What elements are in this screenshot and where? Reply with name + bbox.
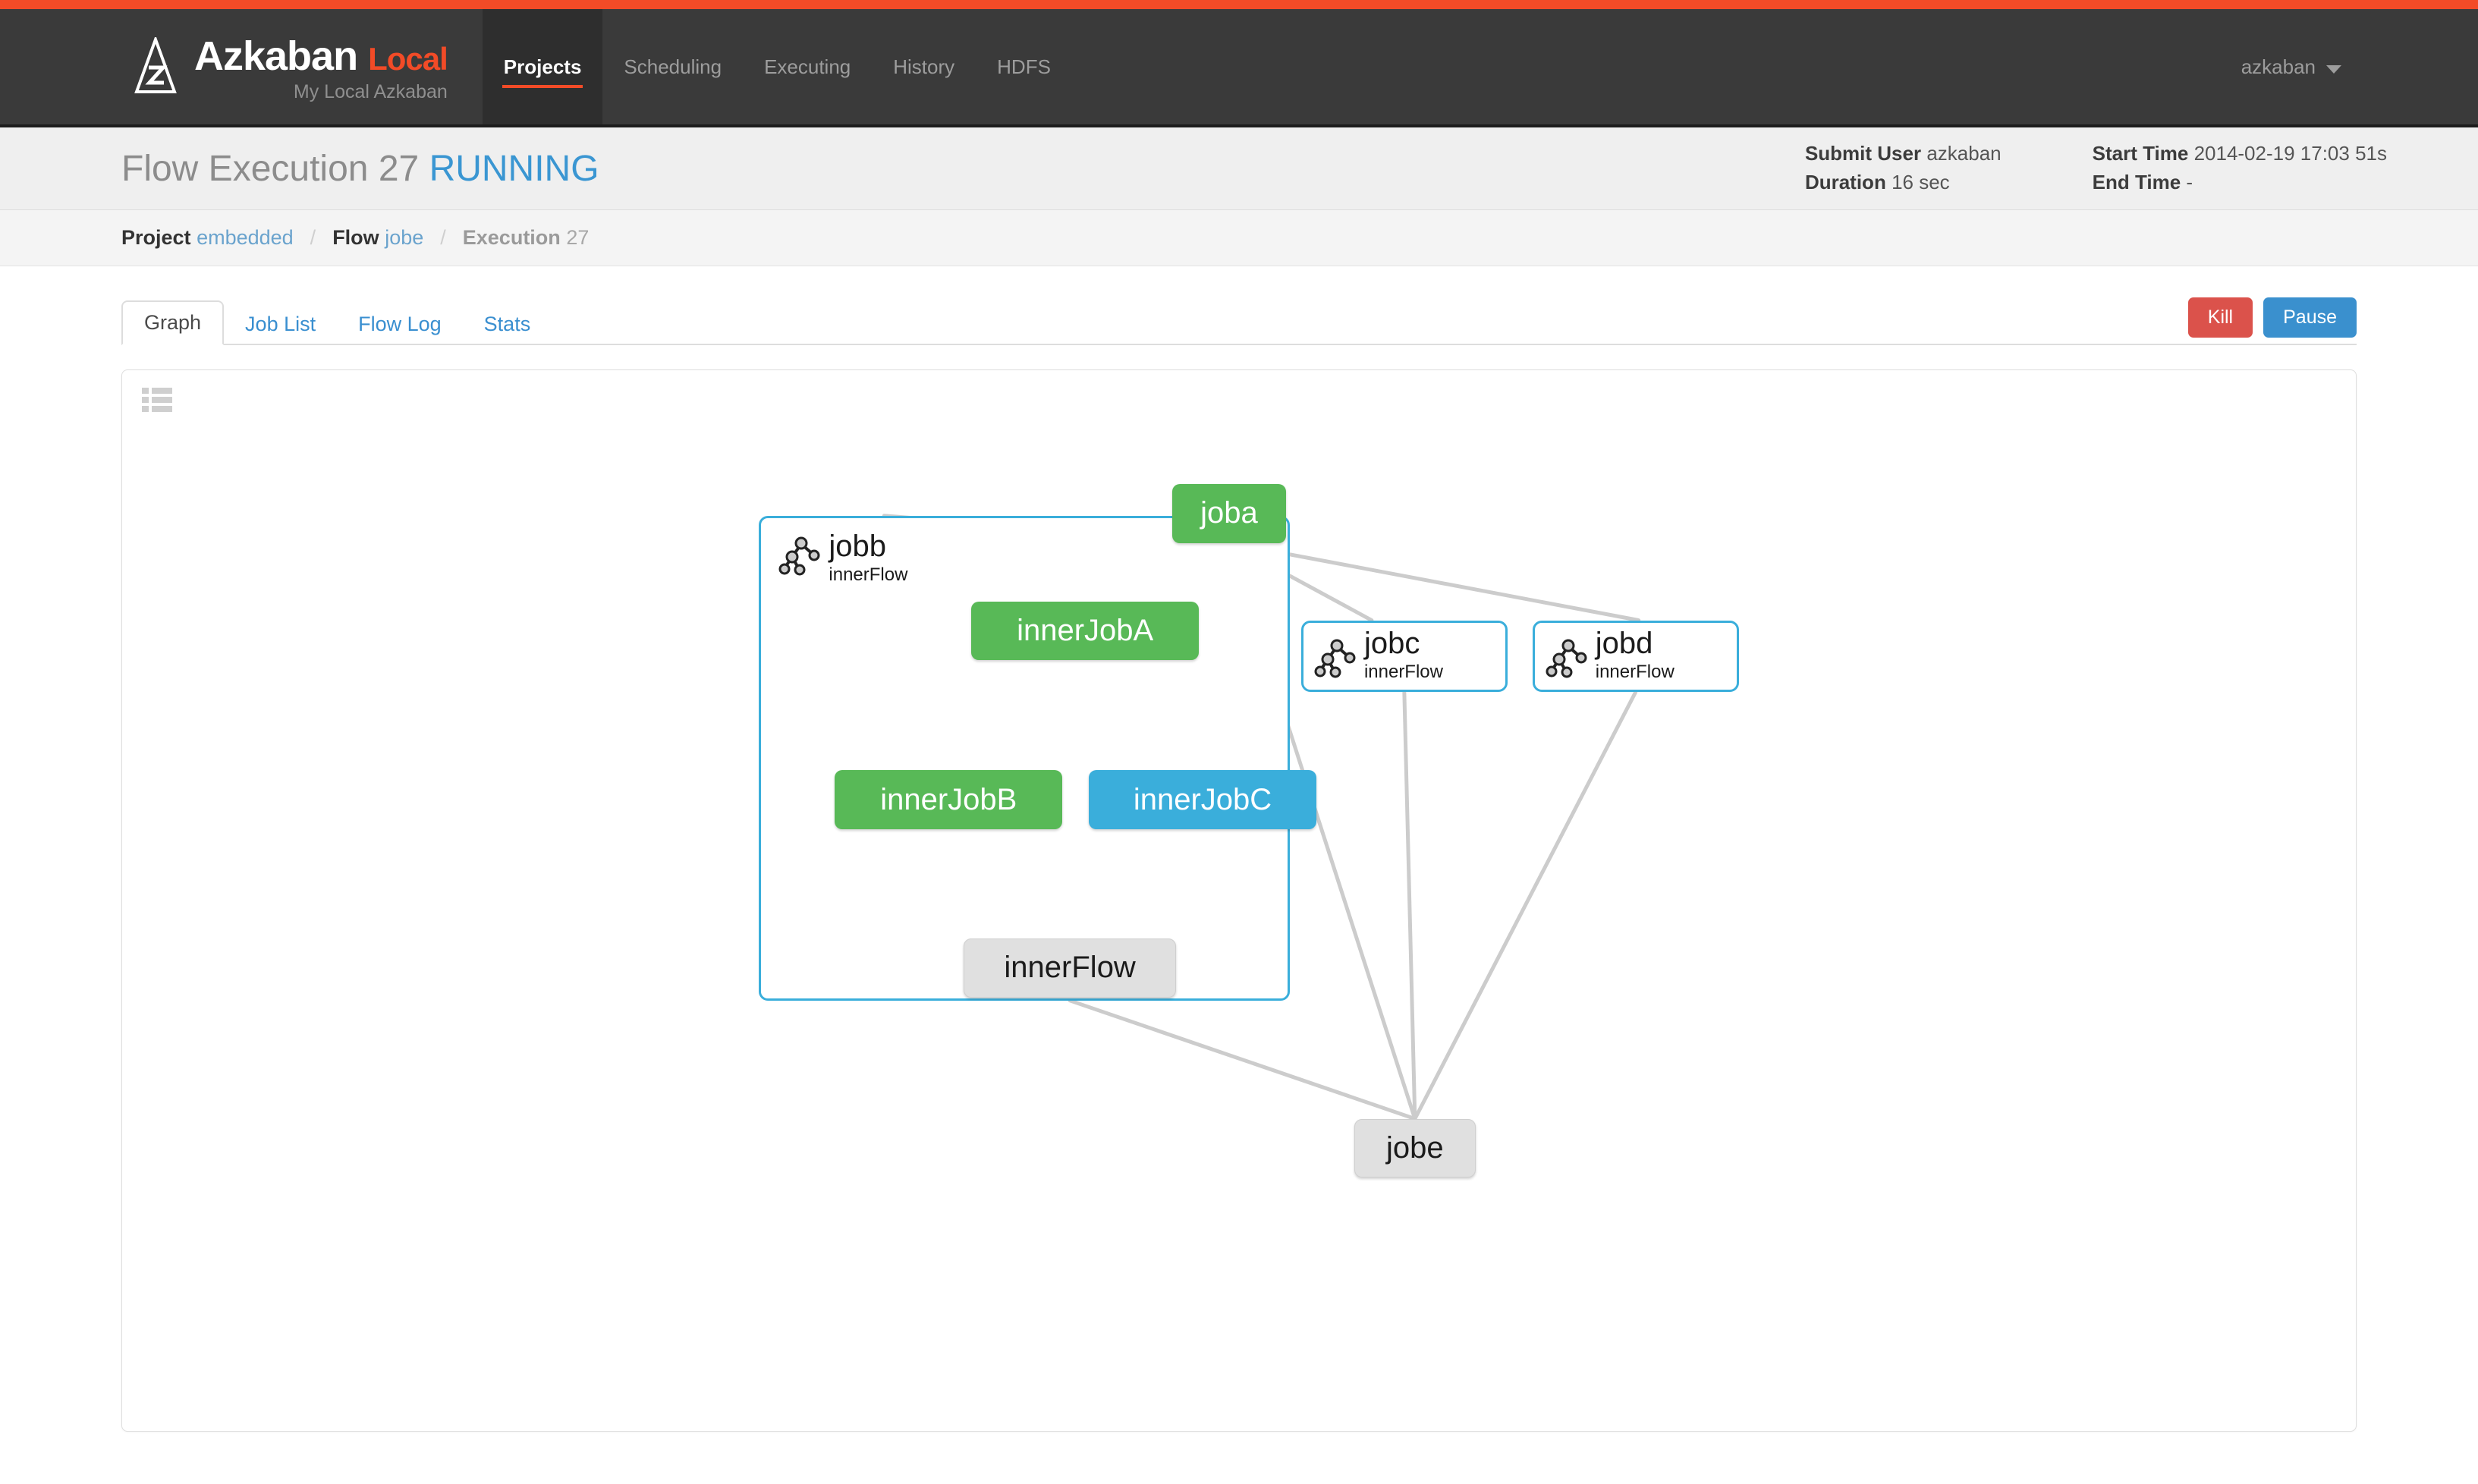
flow-graph-icon — [1314, 639, 1356, 678]
flow-node-jobc[interactable]: jobc innerFlow — [1300, 620, 1508, 693]
nav-links: Projects Scheduling Executing History HD… — [482, 9, 1072, 124]
breadcrumb-project-value: embedded — [197, 226, 294, 249]
nav-item-hdfs[interactable]: HDFS — [997, 55, 1051, 78]
job-node-innerJobB[interactable]: innerJobB — [835, 770, 1063, 830]
brand-name: Azkaban — [194, 33, 358, 79]
end-time-value: - — [2186, 171, 2193, 193]
flow-graph-icon — [1546, 639, 1587, 678]
end-time-label: End Time — [2092, 171, 2181, 193]
tab-job-list[interactable]: Job List — [245, 313, 316, 335]
page-title-prefix: Flow Execution — [121, 148, 369, 189]
execution-actions: Kill Pause — [2187, 297, 2357, 338]
execution-meta: Submit User azkaban Duration 16 sec Star… — [1805, 140, 2478, 197]
start-time-row: Start Time 2014-02-19 17:03 51s — [2093, 140, 2387, 168]
list-menu-icon[interactable] — [142, 387, 172, 413]
tab-bar: Graph Job List Flow Log Stats Kill Pause — [0, 266, 2478, 345]
breadcrumb-item-project[interactable]: Project embedded — [121, 226, 294, 250]
job-node-jobe[interactable]: jobe — [1354, 1118, 1476, 1178]
page-title-execution-id: 27 — [378, 148, 420, 189]
breadcrumb-separator-1: / — [310, 226, 316, 249]
flow-box-jobb-name: jobb — [829, 529, 887, 563]
flow-graph-icon — [778, 536, 820, 576]
brand-subtitle: My Local Azkaban — [293, 80, 448, 102]
kill-button[interactable]: Kill — [2187, 297, 2253, 338]
end-time-row: End Time - — [2093, 168, 2387, 197]
nav-item-history[interactable]: History — [893, 55, 955, 78]
pause-button[interactable]: Pause — [2263, 297, 2357, 338]
edge-joba-jobd — [1227, 541, 1641, 623]
tabs: Graph Job List Flow Log Stats — [121, 297, 2357, 345]
duration-label: Duration — [1804, 171, 1886, 193]
page-title: Flow Execution 27 RUNNING — [0, 148, 599, 190]
start-time-value: 2014-02-19 17:03 51s — [2193, 142, 2387, 165]
top-accent-strip — [0, 0, 2478, 9]
chevron-down-icon — [2326, 64, 2341, 74]
nav-item-executing[interactable]: Executing — [764, 55, 851, 78]
user-menu[interactable]: azkaban — [2241, 9, 2478, 124]
brand-accent: Local — [368, 40, 448, 77]
execution-header: Flow Execution 27 RUNNING Submit User az… — [0, 127, 2478, 210]
job-node-innerFlow[interactable]: innerFlow — [964, 938, 1177, 998]
breadcrumb-project-label: Project — [121, 226, 191, 249]
breadcrumb-flow-value: jobe — [385, 226, 424, 249]
graph-panel: jobb innerFlow — [121, 369, 2357, 1432]
main-navbar: Azkaban Local My Local Azkaban Projects … — [0, 9, 2478, 127]
start-time-label: Start Time — [2092, 142, 2189, 165]
status-badge: RUNNING — [429, 148, 599, 189]
execution-meta-left: Submit User azkaban Duration 16 sec — [1805, 140, 2002, 197]
tab-graph[interactable]: Graph — [121, 300, 225, 345]
nav-item-projects[interactable]: Projects — [482, 9, 603, 124]
flow-node-jobc-type: innerFlow — [1363, 662, 1443, 683]
breadcrumb-execution-label: Execution — [462, 226, 561, 249]
execution-meta-right: Start Time 2014-02-19 17:03 51s End Time… — [2093, 140, 2387, 197]
brand-block[interactable]: Azkaban Local My Local Azkaban — [0, 9, 469, 124]
breadcrumb-item-execution: Execution 27 — [463, 226, 590, 250]
breadcrumb-item-flow[interactable]: Flow jobe — [332, 226, 423, 250]
flow-box-jobb[interactable] — [759, 515, 1290, 1001]
graph-canvas[interactable]: jobb innerFlow — [122, 370, 2356, 1431]
submit-user-row: Submit User azkaban — [1805, 140, 2002, 168]
flow-node-jobd-name: jobd — [1595, 627, 1653, 661]
breadcrumb-flow-label: Flow — [332, 226, 379, 249]
job-node-joba[interactable]: joba — [1172, 483, 1286, 543]
duration-value: 16 sec — [1892, 171, 1950, 193]
duration-row: Duration 16 sec — [1805, 168, 2002, 197]
user-name-label: azkaban — [2241, 55, 2316, 78]
tab-flow-log[interactable]: Flow Log — [358, 313, 442, 335]
submit-user-label: Submit User — [1804, 142, 1922, 165]
job-node-innerJobA[interactable]: innerJobA — [971, 601, 1200, 661]
nav-item-scheduling[interactable]: Scheduling — [624, 55, 722, 78]
breadcrumb-separator-2: / — [440, 226, 446, 249]
edge-innerFlow-jobe — [1068, 998, 1417, 1121]
flow-box-jobb-type: innerFlow — [829, 564, 908, 585]
azkaban-logo-icon — [134, 37, 177, 93]
flow-node-jobc-name: jobc — [1363, 627, 1420, 661]
flow-box-jobb-header[interactable]: jobb innerFlow — [778, 531, 907, 586]
tab-stats[interactable]: Stats — [483, 313, 531, 335]
breadcrumb: Project embedded / Flow jobe / Execution… — [0, 210, 2478, 266]
breadcrumb-execution-value: 27 — [566, 226, 590, 249]
flow-node-jobd-type: innerFlow — [1595, 662, 1675, 683]
edge-jobd-jobe — [1413, 690, 1638, 1121]
edge-jobc-jobe — [1402, 690, 1417, 1121]
submit-user-value: azkaban — [1926, 142, 2002, 165]
brand-title: Azkaban Local — [194, 36, 448, 77]
flow-node-jobd[interactable]: jobd innerFlow — [1532, 620, 1739, 693]
job-node-innerJobC[interactable]: innerJobC — [1089, 770, 1316, 830]
